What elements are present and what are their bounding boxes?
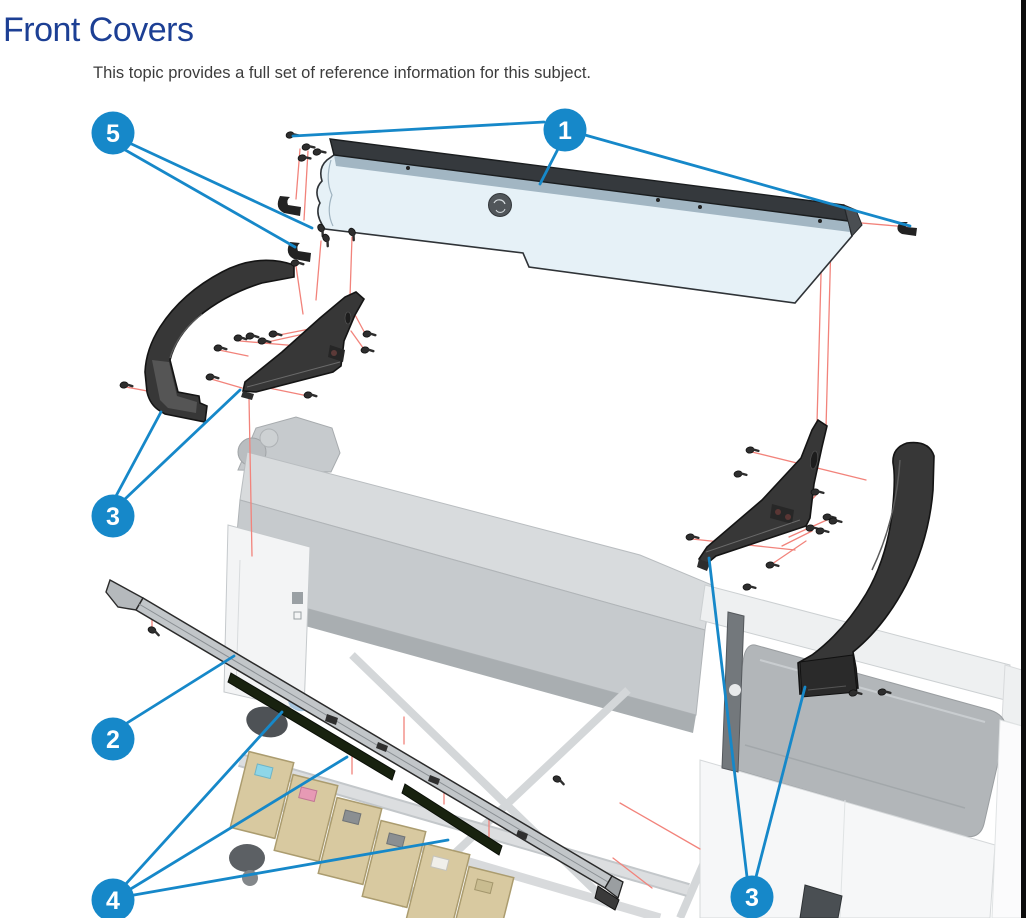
callout-5-badge: 5	[91, 111, 135, 155]
callout-4-label: 4	[106, 887, 120, 915]
window-cover-part	[316, 138, 863, 304]
callout-3-right-badge: 3	[730, 875, 774, 918]
right-inner-cover-part	[697, 418, 828, 571]
callout-4-badge: 4	[91, 878, 135, 918]
callout-5-label: 5	[106, 120, 120, 148]
hp-logo	[488, 193, 512, 217]
callout-3-left-badge: 3	[91, 494, 135, 538]
callout-3-right-label: 3	[745, 884, 759, 912]
callout-2-badge: 2	[91, 717, 135, 761]
left-inner-cover-part	[241, 291, 366, 400]
front-trim-strip-part	[105, 578, 624, 911]
rubber-strip-part	[227, 672, 503, 856]
page-subtitle: This topic provides a full set of refere…	[93, 64, 591, 82]
page-right-border	[1021, 0, 1026, 918]
right-outer-cover-part	[797, 441, 935, 698]
blue-leader-lines	[114, 120, 912, 897]
left-outer-cover-part	[144, 259, 295, 423]
hinge-pins	[277, 196, 917, 262]
callout-2-label: 2	[106, 726, 120, 754]
page-title: Front Covers	[3, 11, 194, 49]
ink-cartridges	[229, 750, 515, 918]
callout-1-badge: 1	[543, 108, 587, 152]
callout-1-label: 1	[558, 117, 572, 145]
callout-3-left-label: 3	[106, 503, 120, 531]
